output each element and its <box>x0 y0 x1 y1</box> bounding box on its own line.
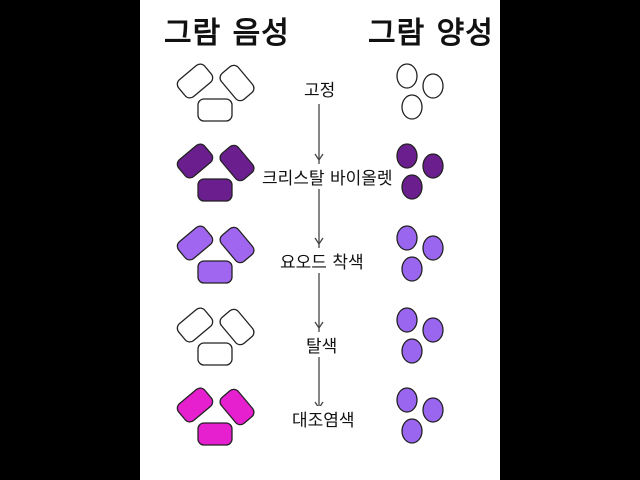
diagram-canvas <box>176 63 444 446</box>
gram-positive-coccus <box>422 73 444 99</box>
gram-negative-rod <box>197 342 233 366</box>
gram-negative-rod <box>197 98 233 122</box>
step-label-crystal-violet: 크리스탈 바이올렛 <box>260 164 395 189</box>
gram-positive-coccus <box>401 94 423 120</box>
gram-positive-coccus <box>422 397 444 423</box>
gram-positive-coccus <box>401 338 423 364</box>
gram-positive-coccus <box>422 153 444 179</box>
gram-negative-rod <box>176 143 214 179</box>
gram-positive-coccus <box>422 317 444 343</box>
gram-negative-rod <box>197 422 233 446</box>
gram-positive-coccus <box>401 256 423 282</box>
step-label-iodine: 요오드 착색 <box>278 248 366 273</box>
gram-positive-coccus <box>401 174 423 200</box>
gram-positive-coccus <box>401 418 423 444</box>
arrowhead-icon <box>314 321 324 330</box>
gram-negative-rod <box>176 225 214 261</box>
step-label-decolorization: 탈색 <box>304 332 340 357</box>
step-label-fixation: 고정 <box>302 76 338 101</box>
gram-negative-rod <box>219 308 255 346</box>
gram-positive-coccus <box>422 235 444 261</box>
gram-negative-rod <box>176 63 214 99</box>
gram-positive-coccus <box>396 63 418 89</box>
gram-positive-coccus <box>396 143 418 169</box>
gram-negative-rod <box>219 144 255 182</box>
gram-positive-coccus <box>396 225 418 251</box>
gram-negative-rod <box>176 387 214 423</box>
gram-positive-header: 그람 양성 <box>368 16 494 51</box>
gram-positive-coccus <box>396 307 418 333</box>
gram-negative-rod <box>176 307 214 343</box>
gram-negative-rod <box>219 64 255 102</box>
gram-negative-rod <box>219 226 255 264</box>
step-label-counterstain: 대조염색 <box>290 406 357 431</box>
gram-positive-coccus <box>396 387 418 413</box>
gram-negative-rod <box>197 260 233 284</box>
arrowhead-icon <box>314 153 324 162</box>
arrowhead-icon <box>314 237 324 246</box>
gram-negative-header: 그람 음성 <box>164 16 290 51</box>
gram-stain-panel: 그람 음성 그람 양성 고정 크리스탈 바이올렛 요오드 착색 탈색 대조염색 <box>140 0 500 480</box>
gram-negative-rod <box>219 388 255 426</box>
gram-negative-rod <box>197 178 233 202</box>
